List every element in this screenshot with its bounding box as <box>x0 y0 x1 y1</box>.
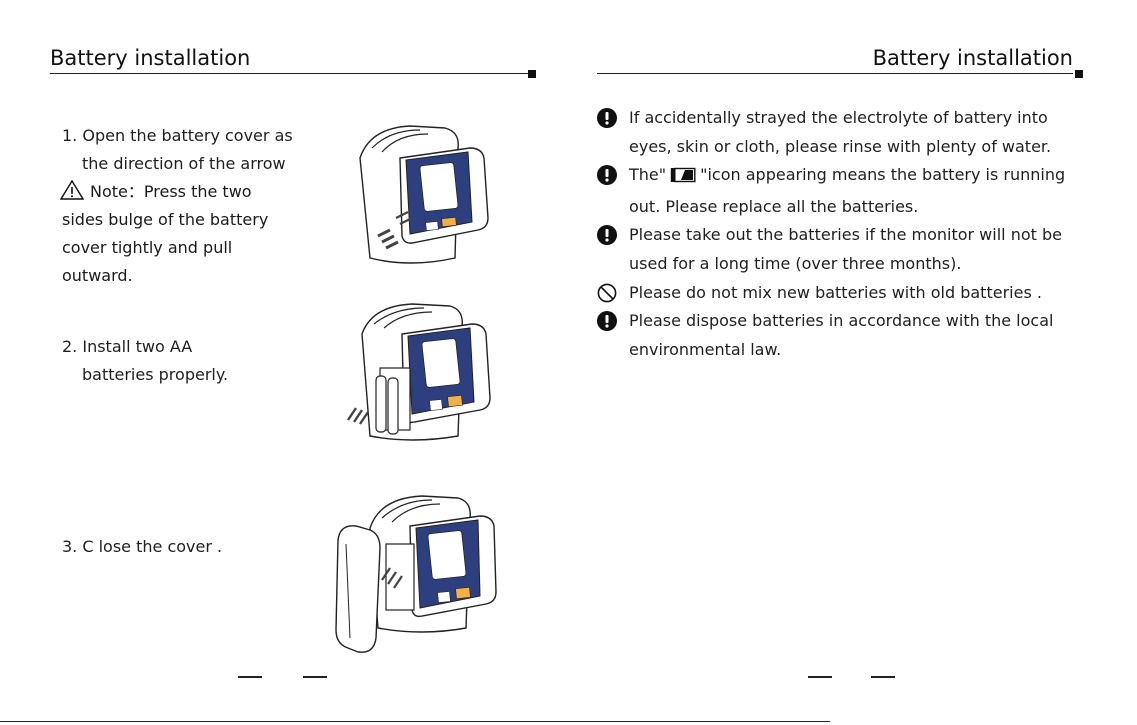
page-number-mark-left-b <box>303 676 327 678</box>
right-page: Battery installation If accidentally str… <box>569 0 1137 725</box>
left-page: Battery installation 1. Open the battery… <box>0 0 568 725</box>
page-number-mark-right-b <box>871 676 895 678</box>
title-marker-right <box>1075 70 1083 78</box>
list-item: Please take out the batteries if the mon… <box>597 221 1085 278</box>
page-number-mark-left-a <box>238 676 262 678</box>
install-batteries-illustration <box>340 298 500 444</box>
note-line-3: cover tightly and pull <box>62 238 233 257</box>
note: Note：Press the two <box>59 178 310 209</box>
title-rule-right <box>597 73 1073 74</box>
step-2-line-2: batteries properly. <box>82 365 229 384</box>
step-2: 2. Install two AA batteries properly. <box>62 333 312 389</box>
open-cover-illustration <box>350 118 500 270</box>
title-rule-left <box>50 73 528 74</box>
exclamation-icon <box>597 108 617 128</box>
item-2-pre: The" <box>629 165 667 185</box>
note-line-4: outward. <box>62 266 133 285</box>
exclamation-icon <box>597 311 617 332</box>
page-number-mark-right-a <box>808 676 832 678</box>
note-label: Note：Press the two <box>90 182 252 201</box>
step-1: 1. Open the battery cover as the directi… <box>62 122 312 178</box>
exclamation-icon <box>597 225 617 246</box>
item-3-line-2: used for a long time (over three months)… <box>629 253 962 273</box>
title-marker-left <box>528 70 536 78</box>
item-4-line-1: Please do not mix new batteries with old… <box>629 282 1042 302</box>
step-3-line-1: 3. C lose the cover . <box>62 537 223 556</box>
prohibited-icon <box>597 283 617 303</box>
page-title-right: Battery installation <box>872 46 1073 70</box>
step-2-line-1: 2. Install two AA <box>62 337 193 356</box>
step-1-line-1: 1. Open the battery cover as <box>62 126 293 145</box>
page-title-left: Battery installation <box>50 46 251 70</box>
close-cover-illustration <box>330 488 500 656</box>
item-2-line-1: The" "icon appearing means the battery is… <box>629 161 1085 193</box>
list-item: Please dispose batteries in accordance w… <box>597 307 1085 364</box>
list-item: If accidentally strayed the electrolyte … <box>597 104 1085 161</box>
low-battery-icon <box>670 164 696 193</box>
item-5-line-2: environmental law. <box>629 339 782 359</box>
note-line-2: sides bulge of the battery <box>62 210 269 229</box>
exclamation-icon <box>597 165 617 186</box>
list-item: The" "icon appearing means the battery is… <box>597 161 1085 221</box>
item-2-post: "icon appearing means the battery is run… <box>700 165 1066 185</box>
warning-triangle-icon <box>59 179 85 209</box>
note-body: sides bulge of the battery cover tightly… <box>62 206 312 290</box>
item-3-line-1: Please take out the batteries if the mon… <box>629 225 1062 245</box>
item-1-line-1: If accidentally strayed the electrolyte … <box>629 108 1048 127</box>
bottom-trim-line <box>0 721 830 722</box>
step-3: 3. C lose the cover . <box>62 533 312 561</box>
battery-precautions-list: If accidentally strayed the electrolyte … <box>597 104 1085 364</box>
item-2-line-2: out. Please replace all the batteries. <box>629 196 919 216</box>
step-1-line-2: the direction of the arrow <box>82 154 286 173</box>
item-5-line-1: Please dispose batteries in accordance w… <box>629 311 1054 331</box>
item-1-line-2: eyes, skin or cloth, please rinse with p… <box>629 136 1052 156</box>
list-item: Please do not mix new batteries with old… <box>597 279 1085 308</box>
